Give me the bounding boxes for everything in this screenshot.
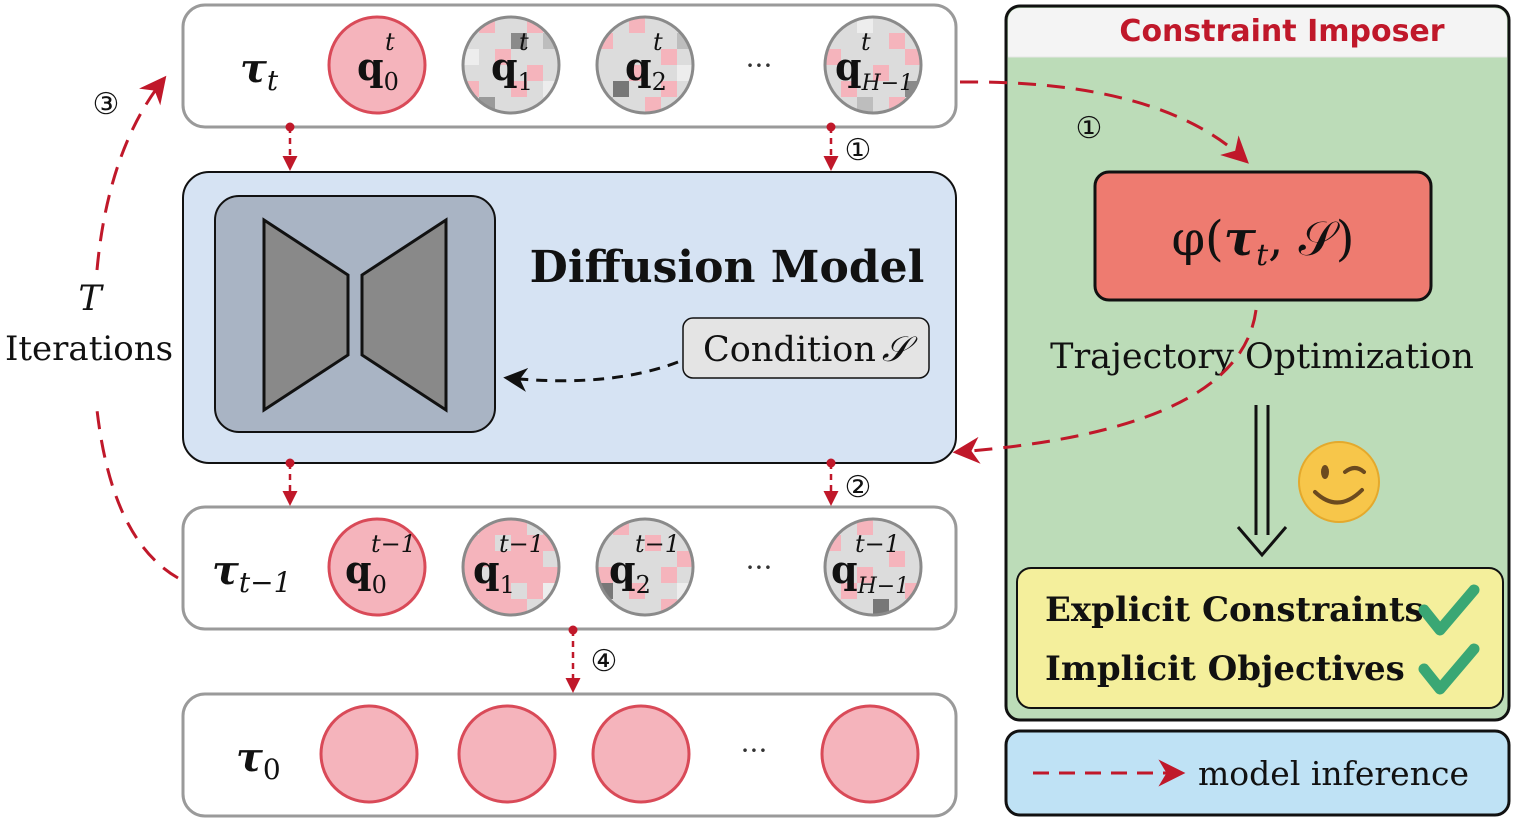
noise-pattern xyxy=(825,17,921,113)
token-node xyxy=(461,15,561,115)
token-sup: t−1 xyxy=(635,530,680,558)
check-icon xyxy=(1418,584,1480,636)
diffusion-model-title: Diffusion Model xyxy=(530,242,925,293)
trajectory-optimization-label: Trajectory Optimization xyxy=(1050,337,1474,377)
legend: model inference xyxy=(1004,729,1511,817)
step-marker-four: ④ xyxy=(591,644,618,679)
result-implicit-objectives: Implicit Objectives xyxy=(1045,649,1405,689)
step-marker-two: ② xyxy=(845,470,872,505)
row-ellipsis: ··· xyxy=(741,734,768,767)
token-label: q2 xyxy=(625,44,667,96)
token-node xyxy=(595,517,695,617)
check-icon xyxy=(1418,643,1480,695)
condition-arrow xyxy=(503,360,679,392)
token-label: qH−1 xyxy=(831,547,909,599)
tau-0-label: τ0 xyxy=(236,734,281,786)
iterations-label: Iterations xyxy=(5,329,173,369)
token-sup: t xyxy=(519,28,529,56)
token-node xyxy=(823,15,923,115)
flow-arrow-dots xyxy=(285,122,836,635)
token-sup: t−1 xyxy=(371,530,416,558)
legend-label: model inference xyxy=(1198,754,1469,793)
encoder-decoder-icon xyxy=(262,217,448,413)
wink-emoji-icon xyxy=(1298,441,1380,523)
noise-pattern xyxy=(825,519,921,615)
token-label: q2 xyxy=(609,547,651,599)
token-sup: t xyxy=(385,28,395,56)
row-tau-t-minus-1: τt−1 ··· q0 t−1 q1 t−1 q2 t−1 qH−1 t−1 xyxy=(181,505,958,631)
tau-t-minus-1-label: τt−1 xyxy=(212,547,291,599)
phi-function-label: φ(τt, 𝒮) xyxy=(1171,211,1354,273)
token-node xyxy=(461,517,561,617)
row-ellipsis: ··· xyxy=(746,551,773,584)
token-node xyxy=(823,517,923,617)
implies-arrow xyxy=(1236,405,1288,558)
constraint-imposer-title: Constraint Imposer xyxy=(1119,14,1444,49)
step-marker-one: ① xyxy=(1076,111,1103,146)
noise-pattern xyxy=(597,519,693,615)
network-panel xyxy=(214,195,496,433)
token-label: qH−1 xyxy=(835,44,913,96)
row-ellipsis: ··· xyxy=(746,49,773,82)
token-node xyxy=(319,704,419,804)
token-sup: t xyxy=(653,28,663,56)
token-sup: t−1 xyxy=(499,530,544,558)
step-marker-one: ① xyxy=(845,133,872,168)
phi-function-box xyxy=(1093,170,1433,302)
token-node xyxy=(457,704,557,804)
token-node xyxy=(327,517,427,617)
token-sup: t−1 xyxy=(855,530,900,558)
token-label: q0 xyxy=(345,547,387,599)
row-tau-t: τt ··· q0 t q1 t q2 t qH−1 t xyxy=(181,3,958,129)
result-explicit-constraints: Explicit Constraints xyxy=(1045,590,1424,630)
results-box xyxy=(1016,567,1504,709)
row-tau-0: τ0 ··· xyxy=(181,692,958,818)
condition-box xyxy=(682,317,930,379)
noise-pattern xyxy=(597,17,693,113)
flow-arrows xyxy=(95,75,1258,693)
step-marker-three: ③ xyxy=(93,87,120,122)
token-label: q0 xyxy=(357,44,399,96)
token-node xyxy=(595,15,695,115)
constraint-imposer-panel: Constraint Imposer φ(τt, 𝒮) Trajectory O… xyxy=(1004,4,1511,722)
token-label: q1 xyxy=(491,44,533,96)
tau-t-label: τt xyxy=(240,45,279,97)
iterations-symbol: T xyxy=(78,279,104,319)
token-node xyxy=(820,704,920,804)
token-label: q1 xyxy=(473,547,515,599)
token-node xyxy=(591,704,691,804)
token-node xyxy=(327,15,427,115)
token-sup: t xyxy=(861,28,871,56)
